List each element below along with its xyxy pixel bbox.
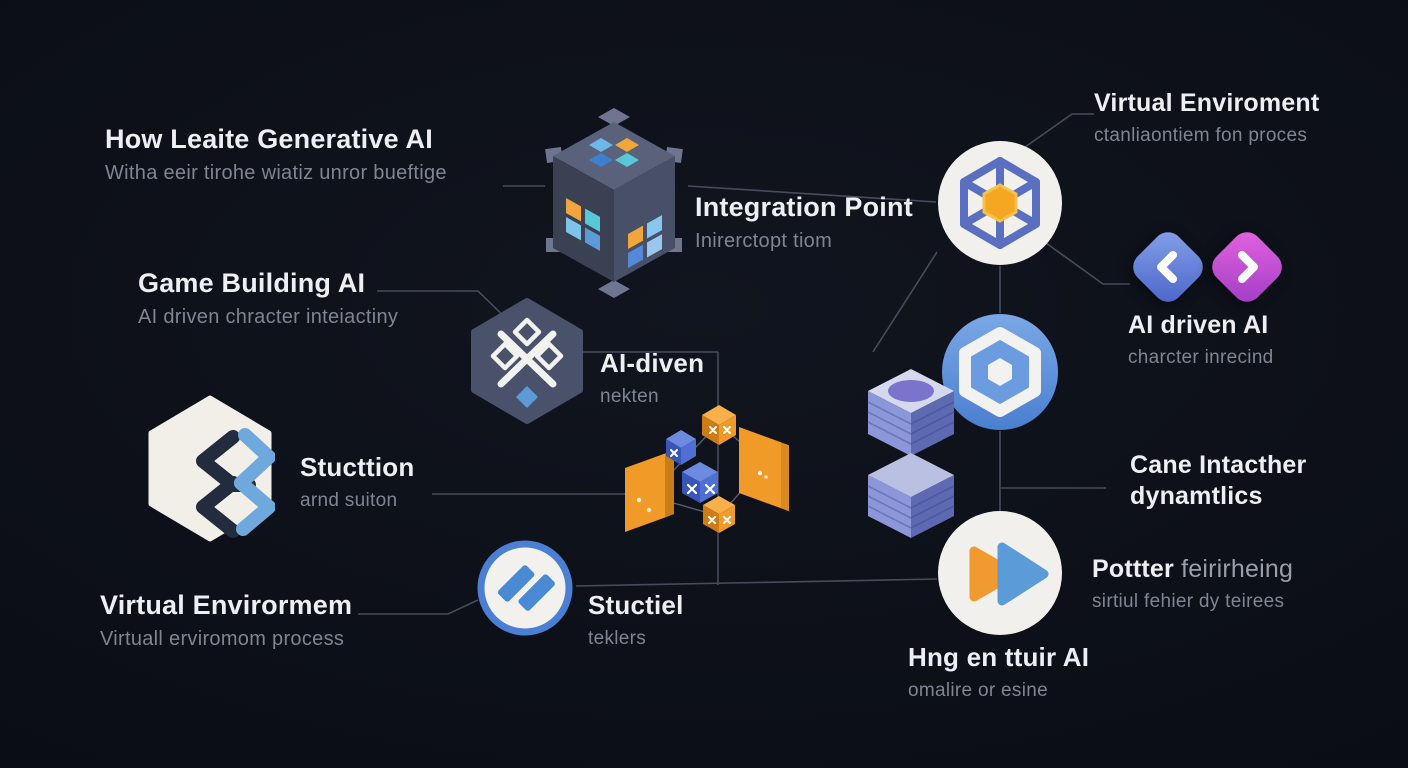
node-subtitle: charcter inrecind bbox=[1128, 346, 1274, 368]
chevron-right-glyph bbox=[1238, 251, 1258, 283]
node-subtitle: teklers bbox=[588, 627, 647, 649]
node-cane-intacther: Cane Intacther dynamtlics bbox=[1130, 450, 1306, 511]
chevron-right-diamond-icon bbox=[1205, 225, 1289, 309]
node-title: AI driven AI bbox=[1128, 311, 1269, 339]
node-title-rest: feirirheing bbox=[1173, 555, 1294, 583]
fast-forward-circle-icon bbox=[938, 511, 1062, 635]
node-title: Hng en ttuir AI bbox=[908, 642, 1090, 672]
node-title: How Leaite Generative AI bbox=[105, 124, 433, 154]
node-stucttion: Stucttion arnd suiton bbox=[300, 452, 414, 512]
dice-hexagon-icon bbox=[471, 298, 583, 424]
zigzag-hexagon-icon bbox=[148, 395, 275, 542]
node-subtitle: Inirerctopt tiom bbox=[695, 230, 833, 253]
cubes-cluster-icon bbox=[625, 405, 789, 533]
node-title-line1: Cane Intacther bbox=[1130, 451, 1307, 479]
node-potter: Pottter feirirheing sirtiul fehier dy te… bbox=[1092, 554, 1293, 613]
node-integration-point: Integration Point Inirerctopt tiom bbox=[695, 192, 913, 253]
node-title: Stuctiel bbox=[588, 590, 684, 620]
node-how-generative-ai: How Leaite Generative AI Witha eeir tiro… bbox=[105, 124, 447, 185]
node-game-building-ai: Game Building AI AI driven chracter inte… bbox=[138, 268, 398, 329]
node-subtitle: AI driven chracter inteiactiny bbox=[138, 306, 399, 329]
node-title: Integration Point bbox=[695, 192, 913, 222]
node-virtual-envirormem: Virtual Envirormem Virtuall erviromom pr… bbox=[100, 590, 352, 651]
node-subtitle: arnd suiton bbox=[300, 489, 398, 511]
node-hng-ai: Hng en ttuir AI omalire or esine bbox=[908, 642, 1089, 702]
wireframe-cube-circle-icon bbox=[938, 141, 1062, 265]
node-title: Game Building AI bbox=[138, 268, 366, 298]
node-title: Stucttion bbox=[300, 452, 415, 482]
server-stack-icon bbox=[867, 369, 955, 538]
node-title-line2: dynamtlics bbox=[1130, 481, 1263, 510]
node-subtitle: omalire or esine bbox=[908, 679, 1048, 701]
chevron-left-glyph bbox=[1157, 251, 1177, 283]
node-title: Virtual Envirormem bbox=[100, 590, 353, 620]
node-title: Virtual Enviroment bbox=[1094, 89, 1320, 117]
node-title: AI-diven bbox=[600, 348, 705, 378]
node-title: Pottter feirirheing bbox=[1092, 554, 1293, 585]
chevron-left-diamond-icon bbox=[1126, 225, 1210, 309]
node-ai-driven-ai: AI driven AI charcter inrecind bbox=[1128, 310, 1274, 369]
hex-nut-circle-icon bbox=[942, 314, 1058, 430]
node-title-bold: Pottter bbox=[1092, 555, 1174, 583]
node-subtitle: nekten bbox=[600, 385, 659, 407]
node-stuctiel: Stuctiel teklers bbox=[588, 590, 684, 650]
node-subtitle: Witha eeir tirohe wiatiz unror bueftige bbox=[105, 162, 447, 185]
node-subtitle: sirtiul fehier dy teirees bbox=[1092, 590, 1285, 612]
slanted-bars-circle-icon bbox=[477, 540, 573, 636]
node-subtitle: ctanliaontiem fon proces bbox=[1094, 124, 1308, 146]
node-subtitle: Virtuall erviromom process bbox=[100, 628, 345, 651]
node-ai-diven: AI-diven nekten bbox=[600, 348, 704, 408]
integration-cube-icon bbox=[545, 108, 683, 298]
node-virtual-enviroment: Virtual Enviroment ctanliaontiem fon pro… bbox=[1094, 88, 1319, 147]
